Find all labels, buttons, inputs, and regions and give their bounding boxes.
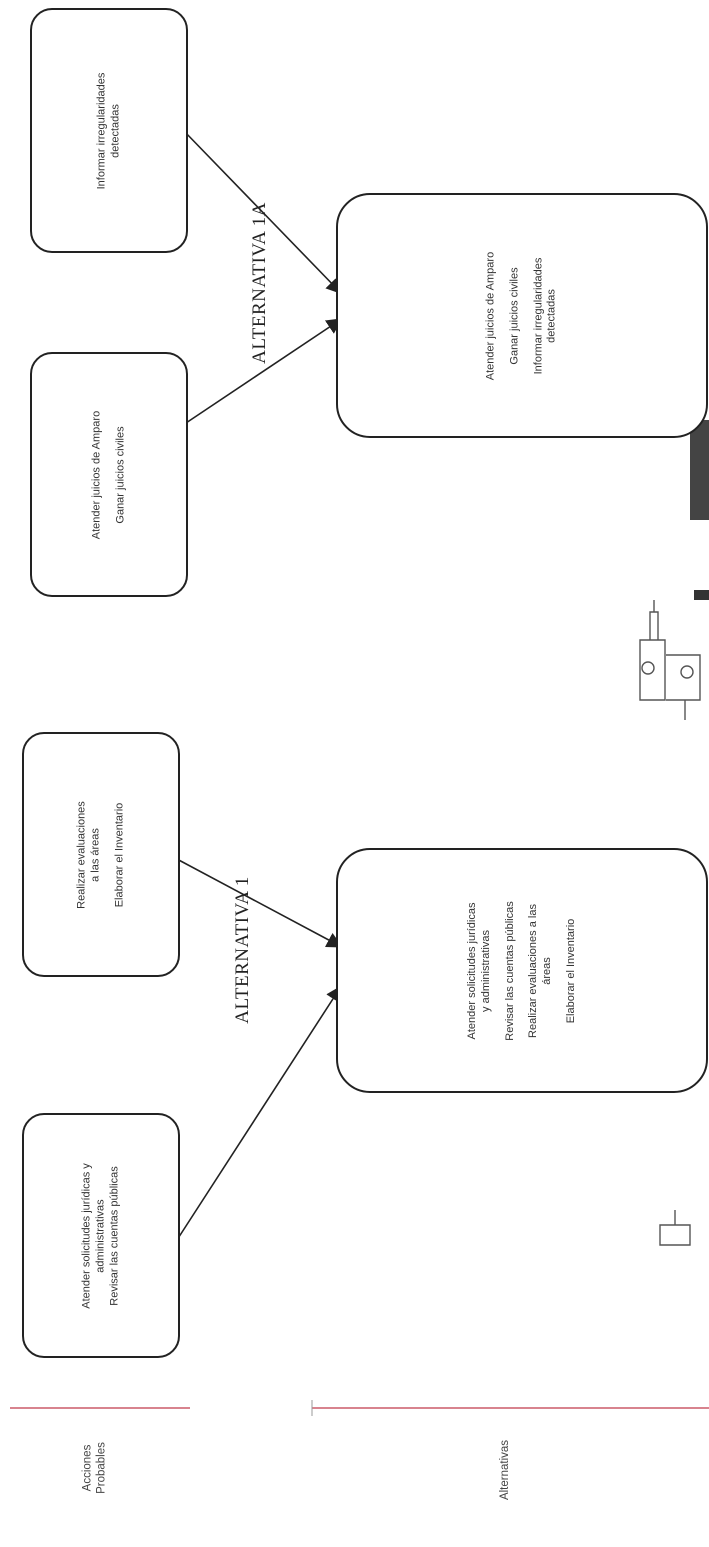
- alternative-title-1a: ALTERNATIVA 1A: [249, 202, 270, 364]
- row-label-line: Acciones: [81, 1444, 94, 1492]
- arrow-informar-to-alt1a: [182, 129, 343, 295]
- action-line: Atender juicios de Amparo: [90, 410, 103, 539]
- alternative-line: detectadas: [545, 288, 558, 343]
- action-box-text: Atender solicitudes jurídicas y administ…: [80, 1128, 121, 1343]
- action-line: Revisar las cuentas públicas: [107, 1165, 120, 1306]
- alternative-line: Ganar juicios civiles: [508, 266, 521, 365]
- action-line: Informar irregularidades: [95, 72, 108, 189]
- action-box-text: Atender juicios de Amparo Ganar juicios …: [90, 367, 128, 582]
- action-box-juicios: Atender juicios de Amparo Ganar juicios …: [30, 352, 188, 597]
- alternative-box-text: Atender solicitudes jurídicas y administ…: [466, 861, 579, 1081]
- alternative-line: Revisar las cuentas públicas: [503, 900, 516, 1041]
- row-label-line: Alternativas: [498, 1439, 511, 1501]
- alternative-box-text: Atender juicios de Amparo Ganar juicios …: [485, 206, 560, 426]
- alternative-line: Informar irregularidades: [532, 257, 544, 374]
- action-line: Atender solicitudes jurídicas y: [80, 1162, 93, 1309]
- row-label-alternativas: Alternativas: [498, 1440, 512, 1500]
- action-box-informar-irregularidades: Informar irregularidades detectadas: [30, 8, 188, 253]
- action-box-text: Realizar evaluaciones a las áreas Elabor…: [75, 747, 126, 962]
- alternative-box-1: Atender solicitudes jurídicas y administ…: [336, 848, 708, 1093]
- arrow-juicios-to-alt1a: [182, 318, 343, 426]
- action-line: administrativas: [94, 1198, 107, 1273]
- alternative-box-1a: Atender juicios de Amparo Ganar juicios …: [336, 193, 708, 438]
- alternative-line: Realizar evaluaciones a las: [527, 903, 539, 1038]
- action-line: Elaborar el Inventario: [112, 802, 125, 907]
- alternative-line: áreas: [540, 956, 553, 985]
- alternative-line: Atender juicios de Amparo: [484, 251, 497, 380]
- action-box-evaluaciones: Realizar evaluaciones a las áreas Elabor…: [22, 732, 180, 977]
- arrow-solicitudes-to-alt1: [174, 985, 342, 1244]
- alternative-line: y administrativas: [479, 929, 492, 1012]
- watermark-building-icon: [639, 600, 701, 1246]
- action-box-text: Informar irregularidades detectadas: [95, 23, 123, 238]
- action-box-solicitudes: Atender solicitudes jurídicas y administ…: [22, 1113, 180, 1358]
- action-line: a las áreas: [89, 827, 102, 882]
- row-label-line: Probables: [96, 1442, 108, 1494]
- alternative-line: Elaborar el Inventario: [564, 918, 577, 1023]
- action-line: Realizar evaluaciones: [75, 800, 88, 909]
- row-label-acciones-probables: Acciones Probables: [81, 1442, 110, 1494]
- alternative-line: Atender solicitudes jurídicas: [465, 902, 478, 1039]
- arrow-evaluaciones-to-alt1: [174, 857, 343, 948]
- alternative-title-1: ALTERNATIVA 1: [232, 876, 253, 1024]
- watermark-logo-mark: [690, 420, 709, 600]
- action-line: Ganar juicios civiles: [114, 425, 126, 524]
- action-line: detectadas: [109, 103, 121, 158]
